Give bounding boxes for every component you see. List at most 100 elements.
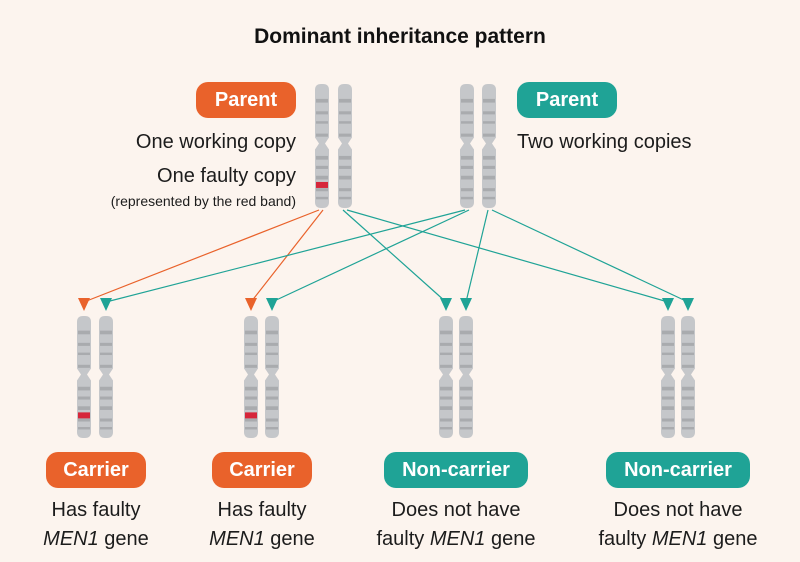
child-2-caption-line1: Has faulty: [217, 499, 307, 521]
chromosome-band: [339, 175, 351, 180]
parent-right-working-chromosome-b: [482, 84, 496, 208]
faulty-band: [245, 412, 257, 419]
chromosome-band: [460, 364, 472, 368]
chromosome-band: [662, 342, 674, 346]
parent-left-line1: One working copy: [135, 131, 296, 153]
chromosome-band: [662, 406, 674, 410]
chromosome-band: [100, 364, 112, 368]
gene-name: MEN1: [209, 528, 265, 550]
chromosome-band: [316, 188, 328, 192]
chromosome-band: [460, 427, 472, 430]
chromosome-band: [316, 165, 328, 169]
chromosome-band: [316, 121, 328, 124]
arrow-faulty-to-child-1: [83, 209, 320, 303]
diagram-title: Dominant inheritance pattern: [254, 25, 546, 48]
chromosome-band: [266, 386, 278, 391]
chromosome-band: [662, 427, 674, 430]
chromosome-band: [339, 111, 351, 115]
child-1-badge: Carrier: [46, 452, 146, 488]
chromosome-band: [100, 418, 112, 422]
chromosome-band: [440, 364, 452, 368]
parent-left-faulty-chromosome: [315, 84, 329, 208]
chromosome-band: [461, 165, 473, 169]
arrow-right-a-to-child-1: [105, 209, 466, 303]
chromosome-band: [245, 418, 257, 422]
chromosome-band: [461, 196, 473, 200]
chromosome-band: [440, 406, 452, 410]
chromosome-band: [682, 386, 694, 391]
chromosome-band: [460, 352, 472, 356]
chromosome-band: [78, 330, 90, 335]
child-1-caption-line2: MEN1 gene: [43, 528, 149, 550]
chromosome-band: [100, 406, 112, 410]
chromosome-band: [245, 342, 257, 346]
arrowhead-child-2-right: [266, 298, 278, 311]
chromosome-band: [339, 133, 351, 137]
parent-right-line1: Two working copies: [517, 131, 692, 153]
chromosome-band: [483, 165, 495, 169]
chromosome-band: [460, 406, 472, 410]
chromosome-band: [78, 342, 90, 346]
chromosome-band: [100, 386, 112, 391]
chromosomes: [77, 84, 695, 438]
chromosome-band: [682, 342, 694, 346]
chromosome-band: [483, 196, 495, 200]
chromosome-band: [245, 364, 257, 368]
chromosome-band: [440, 342, 452, 346]
chromosome-band: [682, 364, 694, 368]
chromosome-band: [460, 330, 472, 335]
child-4-working-chromosome-a: [661, 316, 675, 438]
chromosome-band: [461, 133, 473, 137]
chromosome-band: [461, 121, 473, 124]
chromosome-band: [266, 406, 278, 410]
chromosome-band: [440, 418, 452, 422]
chromosome-band: [440, 396, 452, 400]
faulty-band: [78, 412, 90, 419]
child-1-caption-line1: Has faulty: [51, 499, 141, 521]
chromosome-band: [266, 427, 278, 430]
child-4-caption: Does not have faulty MEN1 gene: [568, 496, 788, 554]
child-4-badge: Non-carrier: [606, 452, 750, 488]
arrowhead-child-3-left: [440, 298, 452, 311]
chromosome-band: [460, 418, 472, 422]
chromosome-band: [460, 396, 472, 400]
chromosome-band: [483, 111, 495, 115]
child-4-caption-line2: faulty MEN1 gene: [598, 528, 758, 550]
arrow-working-left-to-child-3: [342, 209, 447, 303]
chromosome-band: [662, 364, 674, 368]
child-4-caption-line1: Does not have: [613, 499, 743, 521]
child-2-faulty-chromosome: [244, 316, 258, 438]
chromosome-band: [483, 133, 495, 137]
child-3-caption: Does not have faulty MEN1 gene: [346, 496, 566, 554]
chromosome-band: [339, 121, 351, 124]
chromosome-band: [662, 418, 674, 422]
parent-left-note: (represented by the red band): [110, 193, 296, 209]
chromosome-band: [682, 427, 694, 430]
arrowhead-child-1-left: [78, 298, 90, 311]
chromosome-band: [266, 396, 278, 400]
chromosome-band: [266, 352, 278, 356]
chromosome-band: [483, 188, 495, 192]
child-3-working-chromosome-b: [459, 316, 473, 438]
arrowhead-child-4-right: [682, 298, 694, 311]
child-3-caption-line2: faulty MEN1 gene: [376, 528, 536, 550]
chromosome-band: [483, 155, 495, 160]
parent-right-working-chromosome-a: [460, 84, 474, 208]
gene-name: MEN1: [651, 528, 708, 550]
arrow-right-b-to-child-3: [465, 209, 489, 303]
chromosome-band: [440, 352, 452, 356]
gene-name: MEN1: [429, 528, 486, 550]
arrowhead-child-2-left: [245, 298, 257, 311]
chromosome-band: [100, 396, 112, 400]
chromosome-band: [662, 386, 674, 391]
arrow-working-left-to-child-4: [346, 209, 669, 303]
chromosome-band: [682, 330, 694, 335]
chromosome-band: [316, 155, 328, 160]
chromosome-band: [461, 188, 473, 192]
chromosome-band: [460, 386, 472, 391]
chromosome-band: [682, 396, 694, 400]
arrow-right-a-to-child-2: [271, 209, 470, 303]
parent-left-line2: One faulty copy: [157, 165, 296, 187]
chromosome-band: [78, 406, 90, 410]
